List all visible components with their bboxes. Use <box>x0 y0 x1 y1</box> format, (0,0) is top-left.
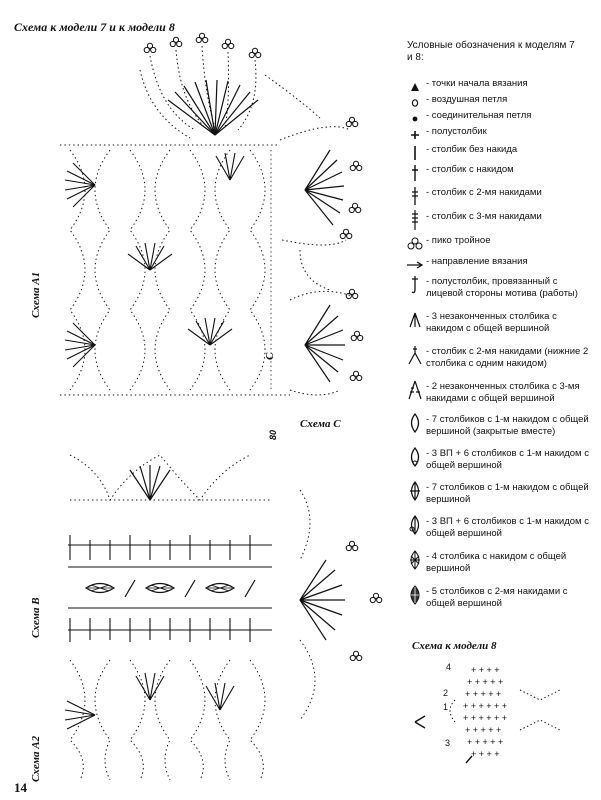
legend-item: - 5 столбиков с 2-мя накидами с общей ве… <box>404 584 594 609</box>
row-number: 3 <box>445 738 451 748</box>
legend-item: - полустолбик, провязанный с лицевой сто… <box>404 274 594 299</box>
legend-item: - 3 ВП + 6 столбиков с 1-м накидом с общ… <box>404 514 594 539</box>
legend-item: - столбик с 3-мя накидами <box>404 209 594 231</box>
svg-text:+ + + + +: + + + + + <box>465 725 501 735</box>
treble-3-icon <box>404 209 426 231</box>
cluster-2-3tr-icon <box>404 379 426 401</box>
number-80-label: 80 <box>268 429 278 440</box>
schema-b-label: Схема В <box>30 597 42 638</box>
schema-c-label: Схема С <box>300 418 341 430</box>
legend-item: - воздушная петля <box>404 92 594 114</box>
schema-a2-label: Схема А2 <box>30 735 42 782</box>
puff-7b-icon <box>404 480 426 502</box>
start-point-icon <box>404 76 426 98</box>
legend-item: - 3 ВП + 6 столбиков с 1-м накидом с общ… <box>404 446 594 471</box>
cluster-3-icon <box>404 309 426 331</box>
puff-7-icon <box>404 412 426 434</box>
row-number: 2 <box>443 688 449 698</box>
row-number: 4 <box>446 662 452 672</box>
legend-item: - столбик с 2-мя накидами <box>404 185 594 207</box>
svg-text:+ + + +: + + + + <box>471 665 500 675</box>
legend-item: - точки начала вязания <box>404 76 594 98</box>
svg-text:+ + + + + +: + + + + + + <box>463 713 507 723</box>
puff-3ch6-icon <box>404 446 426 468</box>
puff-4-icon <box>404 549 426 571</box>
legend-item: - 4 столбика с накидом с общей вершиной <box>404 549 594 574</box>
picot-icon <box>404 233 426 255</box>
legend-item: - столбик без накида <box>404 142 594 164</box>
legend-item: - столбик с накидом <box>404 162 594 184</box>
schema8-title: Схема к модели 8 <box>412 640 497 652</box>
puff-3ch6b-icon <box>404 514 426 536</box>
chain-stitch-icon <box>404 92 426 114</box>
row-number: 1 <box>443 702 449 712</box>
page-number: 14 <box>14 780 27 795</box>
treble-2-icon <box>404 185 426 207</box>
legend-item: - направление вязания <box>404 254 594 276</box>
legend-item: - соединительная петля <box>404 108 594 130</box>
chart-title: Схема к модели 7 и к модели 8 <box>14 20 175 34</box>
direction-arrow-icon <box>404 254 426 276</box>
schema-a1-label: Схема А1 <box>30 271 42 318</box>
legend-item: - 3 незаконченных столбика с накидом с о… <box>404 309 594 334</box>
svg-text:+ + + + + +: + + + + + + <box>463 701 507 711</box>
slip-stitch-icon <box>404 108 426 130</box>
legend-item: - пико тройное <box>404 233 594 255</box>
half-double-icon <box>404 124 426 146</box>
legend-item: - полустолбик <box>404 124 594 146</box>
svg-text:+ + + + +: + + + + + <box>467 677 503 687</box>
puff-5-icon <box>404 584 426 606</box>
legend-item: - 2 незаконченных столбика с 3-мя накида… <box>404 379 594 404</box>
double-crochet-icon <box>404 162 426 184</box>
svg-text:+ + + +: + + + + <box>471 749 500 759</box>
svg-text:+ + + + +: + + + + + <box>467 737 503 747</box>
legend-item: - столбик с 2-мя накидами (нижние 2 стол… <box>404 344 594 369</box>
front-loop-icon <box>404 274 426 296</box>
legend-item: - 7 столбиков с 1-м накидом с общей верш… <box>404 480 594 505</box>
legend-title: Условные обозначения к моделям 7 и 8: <box>407 40 575 63</box>
single-crochet-icon <box>404 142 426 164</box>
legend-item: - 7 столбиков с 1-м накидом с общей верш… <box>404 412 594 437</box>
svg-text:+ + + + +: + + + + + <box>465 689 501 699</box>
cluster-2tr-icon <box>404 344 426 366</box>
letter-c-label: С <box>264 352 276 360</box>
